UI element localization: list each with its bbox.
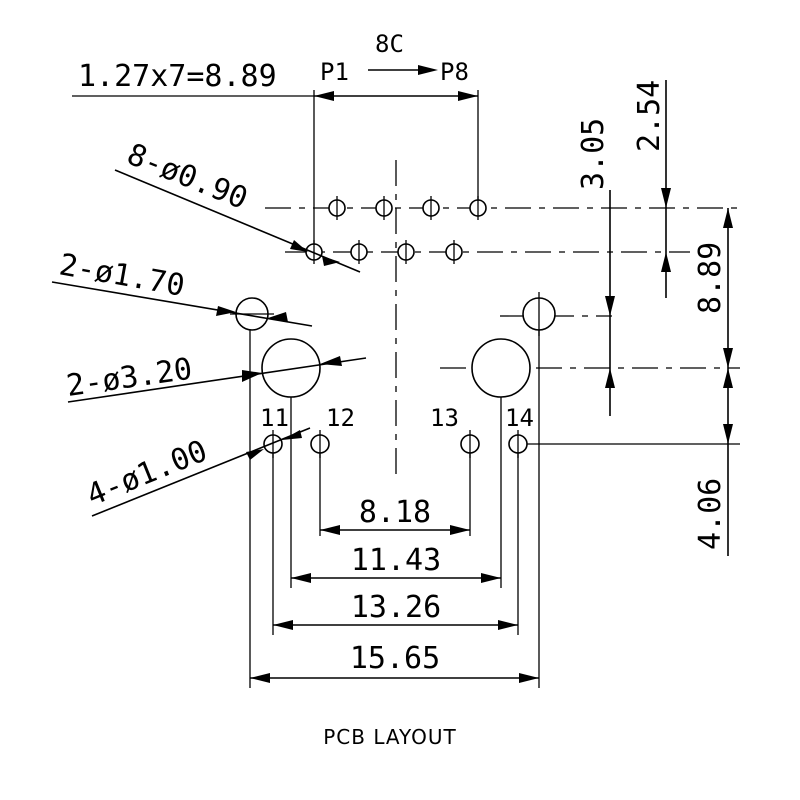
pitch-note-label: 1.27x7=8.89 [78,59,277,94]
leader-pins [114,169,361,273]
leader-small-holes [51,281,313,327]
arrow [282,430,302,440]
drawing-caption: PCB LAYOUT [323,725,457,749]
callout-pins-label: 8-ø0.90 [122,137,252,217]
leader-large-holes [67,357,367,403]
dim-label-3-05: 3.05 [576,118,611,190]
arrow [242,370,262,382]
shield-pin-label: 12 [326,404,355,432]
dim-label-4-06: 4.06 [693,478,728,550]
shield-pin-label: 13 [430,404,459,432]
callout-large-holes-label: 2-ø3.20 [64,352,194,404]
dim-label-2-54: 2.54 [632,80,667,152]
large-mounting-hole [261,338,321,398]
arrow [268,312,288,322]
shield-pin-label: 14 [505,404,534,432]
pin-end-label: P8 [440,58,469,86]
shield-pin-label: 11 [260,404,289,432]
contact-count-label: 8C [375,30,404,58]
dimension-text: 1.27x7=8.89 P1 P8 8C 8-ø0.90 2-ø1.70 2-ø… [57,30,728,749]
large-mounting-hole [471,338,531,398]
dim-label-15-65: 15.65 [350,641,440,676]
callout-small-holes-label: 2-ø1.70 [57,247,188,303]
dim-label-13-26: 13.26 [351,590,441,625]
vertical-dimensions [605,80,733,556]
pin-start-label: P1 [320,58,349,86]
arrow [320,356,342,366]
dim-label-11-43: 11.43 [351,543,441,578]
arrow [246,449,264,460]
callout-leaders [51,169,367,517]
mounting-holes [235,297,556,398]
dim-label-8-18: 8.18 [359,495,431,530]
arrow [322,256,340,266]
dim-label-8-89: 8.89 [693,242,728,314]
extension-lines [72,90,740,688]
leader-shield-pins [91,427,311,517]
horizontal-dimensions [250,65,539,683]
callout-shield-pins-label: 4-ø1.00 [82,434,212,514]
arrow [216,306,236,316]
arrow [290,240,308,252]
